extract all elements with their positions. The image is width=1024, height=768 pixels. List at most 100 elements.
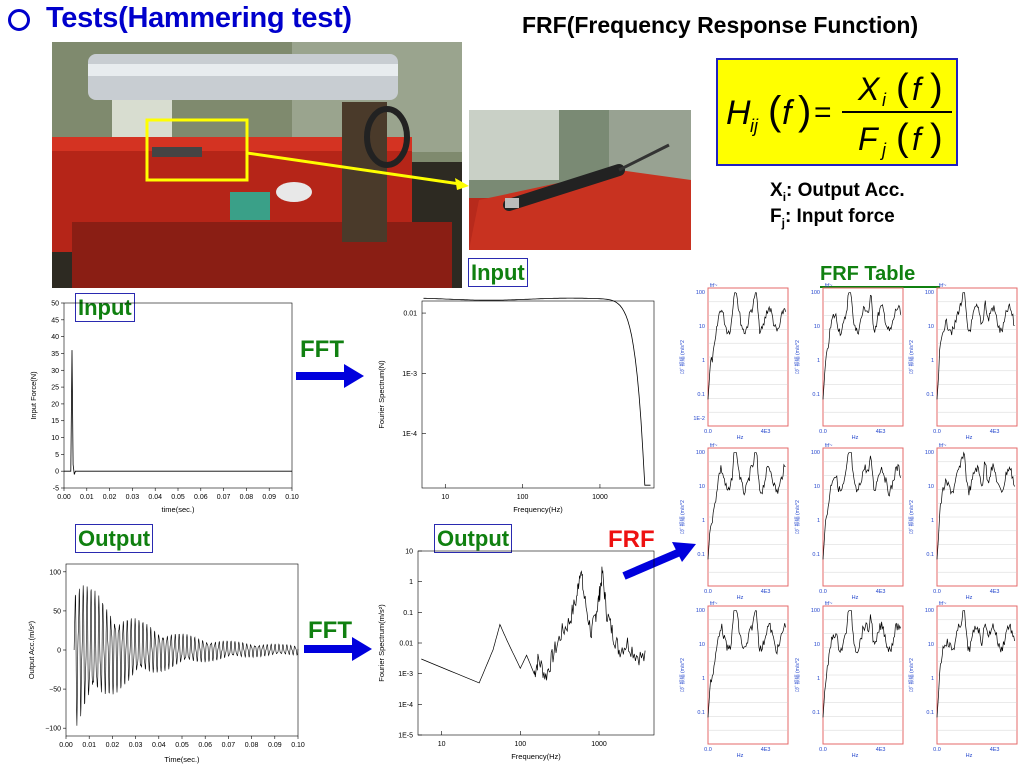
y-tick-label: 5 xyxy=(55,452,59,459)
frf-x-axis-label: Hz xyxy=(966,753,973,759)
note-output-acc: Xi: Output Acc. xyxy=(770,180,905,204)
frf-y-axis-label: ﾛｸﾞ振幅 (m/s^2 xyxy=(679,340,686,374)
y-tick-label: -5 xyxy=(53,486,59,493)
frf-y-tick-label: 0.1 xyxy=(812,552,820,558)
frf-panel-title: frf~ xyxy=(710,601,717,607)
y-axis-label: Fourier Spectrum(m/s²) xyxy=(377,604,386,682)
y-tick-label: 15 xyxy=(51,418,59,425)
svg-text:(: ( xyxy=(768,89,782,133)
x-tick-label: 0.00 xyxy=(59,742,73,749)
frf-x-axis-label: Hz xyxy=(737,595,744,601)
x-tick-label: 0.03 xyxy=(126,494,140,501)
frf-panel-title: frf~ xyxy=(825,283,832,289)
test-rig-photo xyxy=(52,42,462,288)
frf-formula: H ij ( f ) = X i ( f ) F j ( f ) xyxy=(726,67,952,160)
y-tick-label: −100 xyxy=(45,726,61,733)
frf-y-tick-label: 0.1 xyxy=(697,392,705,398)
x-tick-label: 0.05 xyxy=(171,494,185,501)
frf-x-tick-label: 4E3 xyxy=(990,589,1000,595)
frf-x-tick-label: 4E3 xyxy=(990,747,1000,753)
x-tick-label: 0.04 xyxy=(152,742,166,749)
y-tick-label: 25 xyxy=(51,385,59,392)
frf-x-axis-label: Hz xyxy=(852,595,859,601)
frf-series xyxy=(936,451,1015,560)
frf-arrow xyxy=(622,542,696,580)
x-tick-label: 0.08 xyxy=(240,494,254,501)
y-tick-label: 50 xyxy=(51,301,59,308)
frf-y-tick-label: 10 xyxy=(814,324,820,330)
frf-panel-title: frf~ xyxy=(825,443,832,449)
frf-y-tick-label: 1 xyxy=(702,676,705,682)
x-axis-label: Frequency(Hz) xyxy=(513,505,563,514)
frf-y-tick-label: 100 xyxy=(696,450,705,456)
frf-panel-title: frf~ xyxy=(710,283,717,289)
output-acc-series xyxy=(73,585,299,726)
note-input-force: Fj: Input force xyxy=(770,206,895,230)
x-tick-label: 0.07 xyxy=(217,494,231,501)
x-tick-label: 0.00 xyxy=(57,494,71,501)
frf-x-tick-label: 0.0 xyxy=(819,589,827,595)
frf-x-tick-label: 0.0 xyxy=(819,429,827,435)
y-tick-label: 1E-4 xyxy=(398,702,413,709)
frf-y-tick-label: 1 xyxy=(817,676,820,682)
y-axis-label: Fourier Spectrum(N) xyxy=(377,360,386,429)
frf-y-tick-label: 100 xyxy=(811,608,820,614)
frf-y-tick-label: 100 xyxy=(811,290,820,296)
formula-lhs-sub: ij xyxy=(750,116,759,136)
svg-text:(: ( xyxy=(896,67,909,109)
output-spectrum-label: Output xyxy=(434,524,513,553)
frf-x-tick-label: 0.0 xyxy=(819,747,827,753)
x-tick-label: 10 xyxy=(438,741,446,748)
frf-y-tick-label: 100 xyxy=(925,608,934,614)
y-tick-label: 45 xyxy=(51,317,59,324)
frf-y-tick-label: 1 xyxy=(931,518,934,524)
y-tick-label: 35 xyxy=(51,351,59,358)
frf-panel-title: frf~ xyxy=(939,443,946,449)
x-tick-label: 1000 xyxy=(591,741,607,748)
y-tick-label: 0 xyxy=(55,469,59,476)
frf-y-tick-label: 0.1 xyxy=(812,710,820,716)
frf-x-tick-label: 4E3 xyxy=(761,429,771,435)
frf-x-axis-label: Hz xyxy=(737,753,744,759)
frf-y-tick-label: 100 xyxy=(925,450,934,456)
frf-y-axis-label: ﾛｸﾞ振幅 (m/s^2 xyxy=(794,500,801,534)
x-tick-label: 0.09 xyxy=(268,742,282,749)
fft-arrow-top xyxy=(296,364,364,388)
frf-y-tick-label: 10 xyxy=(699,642,705,648)
fft-arrow-bottom xyxy=(304,637,372,661)
frf-series xyxy=(822,610,901,718)
page-title: Tests(Hammering test) xyxy=(46,2,352,34)
y-tick-label: 20 xyxy=(51,401,59,408)
input-photo-label: Input xyxy=(468,258,528,287)
x-tick-label: 0.10 xyxy=(285,494,299,501)
frf-y-tick-label: 10 xyxy=(928,324,934,330)
x-axis-label: time(sec.) xyxy=(162,505,195,514)
frf-x-tick-label: 0.0 xyxy=(704,429,712,435)
frf-panel-title: frf~ xyxy=(825,601,832,607)
frf-x-tick-label: 4E3 xyxy=(990,429,1000,435)
x-tick-label: 0.04 xyxy=(148,494,162,501)
x-tick-label: 100 xyxy=(515,741,527,748)
frf-y-tick-label: 0.1 xyxy=(812,392,820,398)
output-spectrum-series xyxy=(421,566,646,684)
frf-y-tick-label: 0.1 xyxy=(926,552,934,558)
frf-y-tick-label: 100 xyxy=(696,290,705,296)
frf-y-tick-label: 1 xyxy=(931,676,934,682)
formula-numerator-sub: i xyxy=(882,90,887,110)
frf-x-axis-label: Hz xyxy=(966,595,973,601)
frf-y-axis-label: ﾛｸﾞ振幅 (m/s^2 xyxy=(908,658,915,692)
frf-y-tick-label: 10 xyxy=(928,642,934,648)
y-tick-label: 0.01 xyxy=(403,311,417,318)
frf-y-tick-label: 100 xyxy=(696,608,705,614)
formula-lhs-var: f xyxy=(782,94,795,132)
plot-frame xyxy=(421,300,655,489)
x-tick-label: 0.05 xyxy=(175,742,189,749)
frf-y-tick-label: 0.1 xyxy=(926,392,934,398)
x-tick-label: 0.06 xyxy=(194,494,208,501)
